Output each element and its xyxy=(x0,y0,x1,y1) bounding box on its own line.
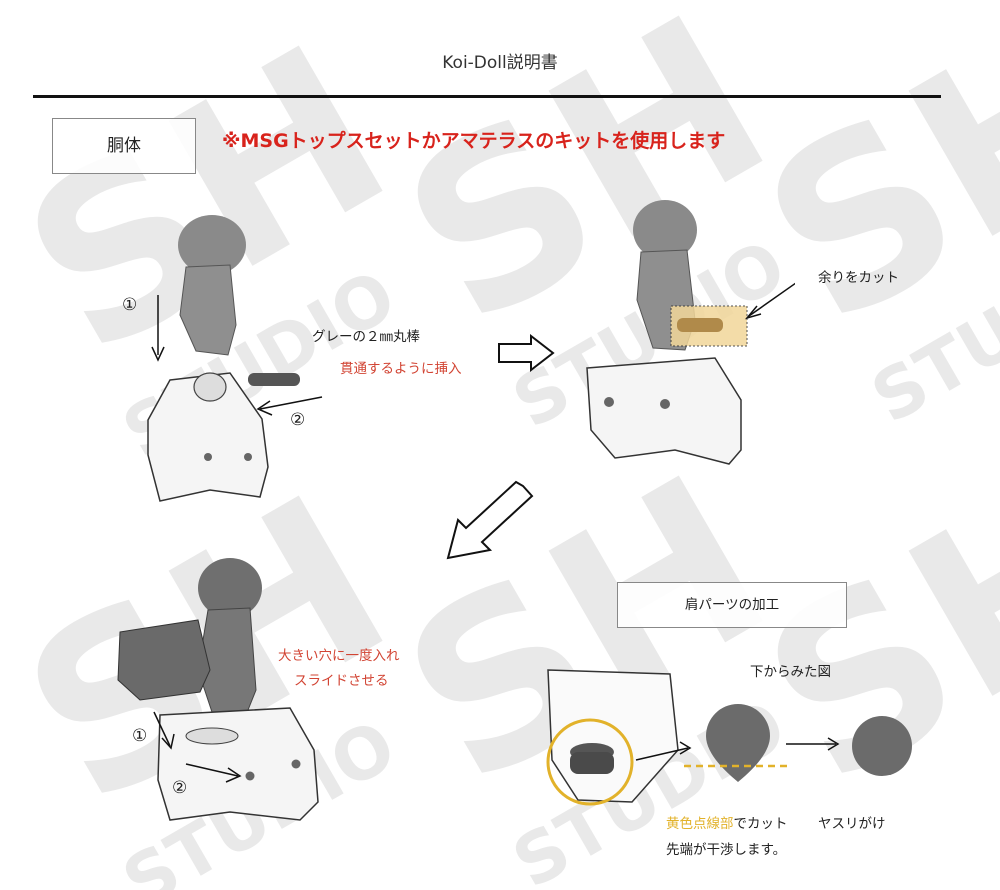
cut-excess-label: 余りをカット xyxy=(818,270,899,286)
section-label: 胴体 xyxy=(107,136,141,156)
step1-illustration xyxy=(147,215,323,502)
shoulder-diagram xyxy=(546,669,912,806)
slide-instruction-line1: 大きい穴に一度入れ xyxy=(278,648,400,664)
step2-illustration xyxy=(586,200,795,465)
header-divider xyxy=(33,95,941,98)
step3-number-2: ② xyxy=(172,778,188,798)
insert-label: 貫通するように挿入 xyxy=(340,361,462,377)
slide-instruction-line2: スライドさせる xyxy=(294,673,389,689)
interference-note: 先端が干渉します。 xyxy=(666,842,787,858)
step3-number-1: ① xyxy=(132,726,148,746)
rod-label: グレーの２㎜丸棒 xyxy=(312,329,420,345)
page-title: Koi-Doll説明書 xyxy=(442,53,558,73)
shoulder-section-label: 肩パーツの加工 xyxy=(684,597,780,613)
bottom-view-label: 下からみた図 xyxy=(750,664,831,680)
yellow-dotted-part: 黄色点線部 xyxy=(666,816,734,832)
next-step-arrow xyxy=(498,334,555,372)
step1-number-2: ② xyxy=(290,410,306,430)
cut-text: でカット xyxy=(733,816,788,832)
kit-notice: ※MSGトップスセットかアマテラスのキットを使用します xyxy=(222,130,726,152)
file-instruction: ヤスリがけ xyxy=(818,816,886,832)
cut-instruction: 黄色点線部でカット xyxy=(666,812,788,832)
step1-number-1: ① xyxy=(122,295,138,315)
next-step-arrow-diagonal xyxy=(446,480,534,560)
section-label-box: 胴体 xyxy=(52,118,196,174)
shoulder-section-box: 肩パーツの加工 xyxy=(617,582,847,628)
step3-illustration xyxy=(117,558,319,821)
